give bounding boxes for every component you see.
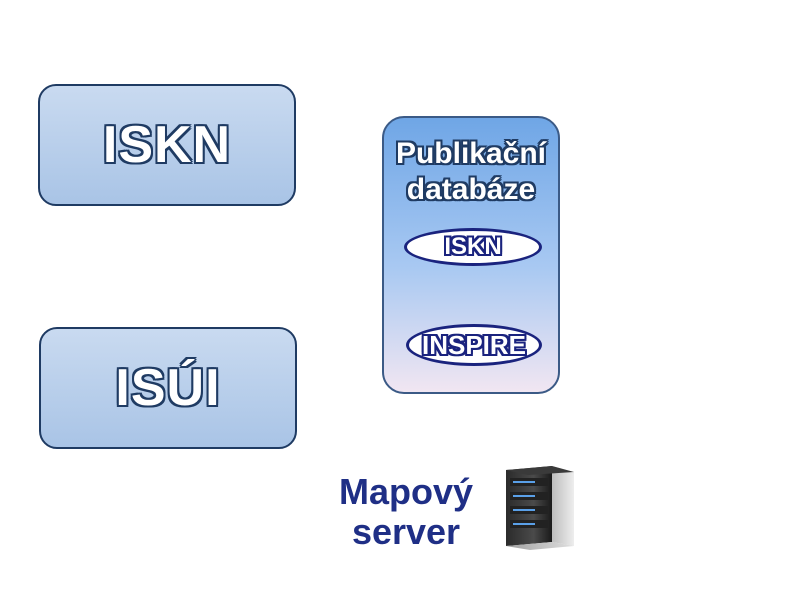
iskn-ellipse: ISKN <box>404 228 542 266</box>
isui-box: ISÚI <box>39 327 297 449</box>
map-server-label-line2: server <box>351 511 461 552</box>
publication-database-title-line1: Publikační <box>395 137 547 170</box>
server-icon <box>506 466 574 550</box>
map-server-label: Mapový server <box>326 472 486 552</box>
isui-box-label: ISÚI <box>115 359 221 417</box>
iskn-box: ISKN <box>38 84 296 206</box>
iskn-ellipse-label: ISKN <box>444 233 502 260</box>
inspire-ellipse-label: INSPIRE <box>421 329 527 360</box>
publication-database-box: Publikační databáze ISKN INSPIRE <box>382 116 560 394</box>
map-server-label-line1: Mapový <box>338 471 474 512</box>
inspire-ellipse: INSPIRE <box>406 324 542 366</box>
publication-database-title: Publikační databáze <box>384 136 558 208</box>
iskn-box-label: ISKN <box>102 116 232 174</box>
publication-database-title-line2: databáze <box>406 173 536 206</box>
